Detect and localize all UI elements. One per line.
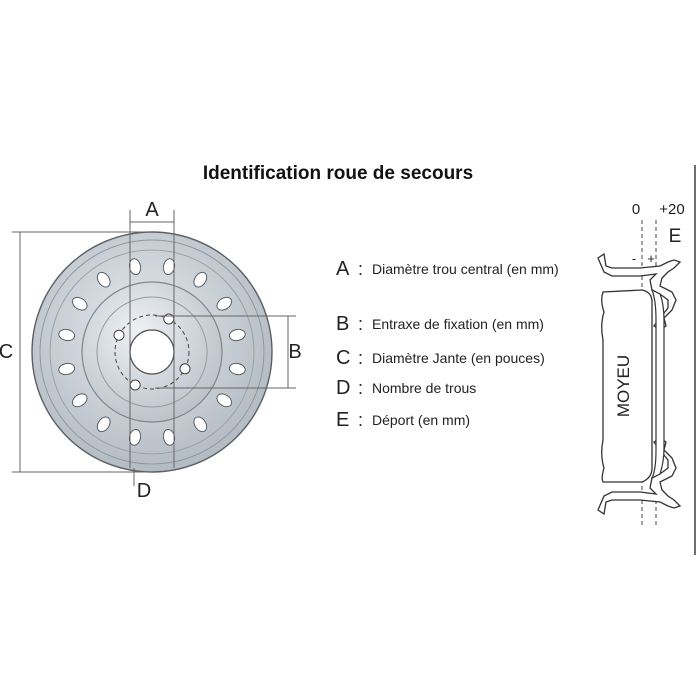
wheel-front-view (31, 231, 273, 473)
ventilation-hole (216, 296, 233, 311)
rim-groove (39, 239, 265, 465)
ventilation-hole (193, 271, 208, 288)
legend-colon: : (358, 377, 364, 398)
rim-flange-top (597, 252, 682, 331)
diagram-title: Identification roue de secours (202, 163, 474, 184)
legend-item-e: E : Déport (en mm) (336, 409, 470, 431)
ventilation-hole (58, 362, 76, 376)
rim-groove (49, 249, 255, 455)
center-bore (129, 329, 175, 375)
legend-text-b: Entraxe de fixation (en mm) (372, 316, 544, 332)
hub-label: MOYEU (614, 355, 633, 417)
label-d: D (137, 480, 151, 502)
disc-web (650, 288, 665, 480)
label-a: A (145, 199, 159, 221)
label-plus20: +20 (659, 201, 684, 218)
offset-cross-section: 0 +20 E - + MOYEU (597, 165, 696, 555)
legend-item-a: A : Diamètre trou central (en mm) (336, 258, 559, 280)
legend-colon: : (358, 258, 364, 279)
ventilation-hole (216, 393, 233, 408)
bolt-hole (179, 363, 191, 375)
legend-item-c: C : Diamètre Jante (en pouces) (336, 347, 545, 369)
disc-ring (96, 296, 208, 408)
ventilation-hole (96, 271, 111, 288)
legend-colon: : (358, 409, 364, 430)
legend-key-a: A (336, 257, 350, 280)
legend-text-c: Diamètre Jante (en pouces) (372, 350, 545, 366)
label-e: E (669, 226, 682, 247)
ventilation-hole (71, 296, 88, 311)
ventilation-holes (58, 258, 246, 446)
label-minus: - (632, 251, 636, 266)
label-zero: 0 (632, 201, 640, 218)
legend-key-d: D (336, 376, 351, 399)
bolt-hole (129, 379, 141, 391)
legend-text-e: Déport (en mm) (372, 412, 471, 428)
legend-key-b: B (336, 312, 350, 335)
label-b: B (288, 341, 301, 363)
legend-key-c: C (336, 346, 351, 369)
legend-colon: : (358, 313, 364, 334)
label-c: C (0, 341, 13, 363)
legend-item-d: D : Nombre de trous (336, 377, 476, 399)
ventilation-hole (71, 393, 88, 408)
legend-text-d: Nombre de trous (372, 380, 477, 396)
ventilation-hole (193, 416, 208, 433)
ventilation-hole (228, 328, 246, 342)
rim-flange-bottom (597, 437, 682, 516)
bolt-hole (113, 329, 125, 341)
ventilation-hole (228, 362, 246, 376)
bolt-circle (114, 314, 190, 390)
legend-key-e: E (336, 408, 350, 431)
hub-block (601, 289, 653, 483)
legend-item-b: B : Entraxe de fixation (en mm) (336, 313, 544, 335)
label-plus: + (647, 251, 655, 266)
legend-text-a: Diamètre trou central (en mm) (372, 261, 559, 277)
legend-colon: : (358, 347, 364, 368)
ventilation-hole (96, 416, 111, 433)
ventilation-hole (58, 328, 76, 342)
